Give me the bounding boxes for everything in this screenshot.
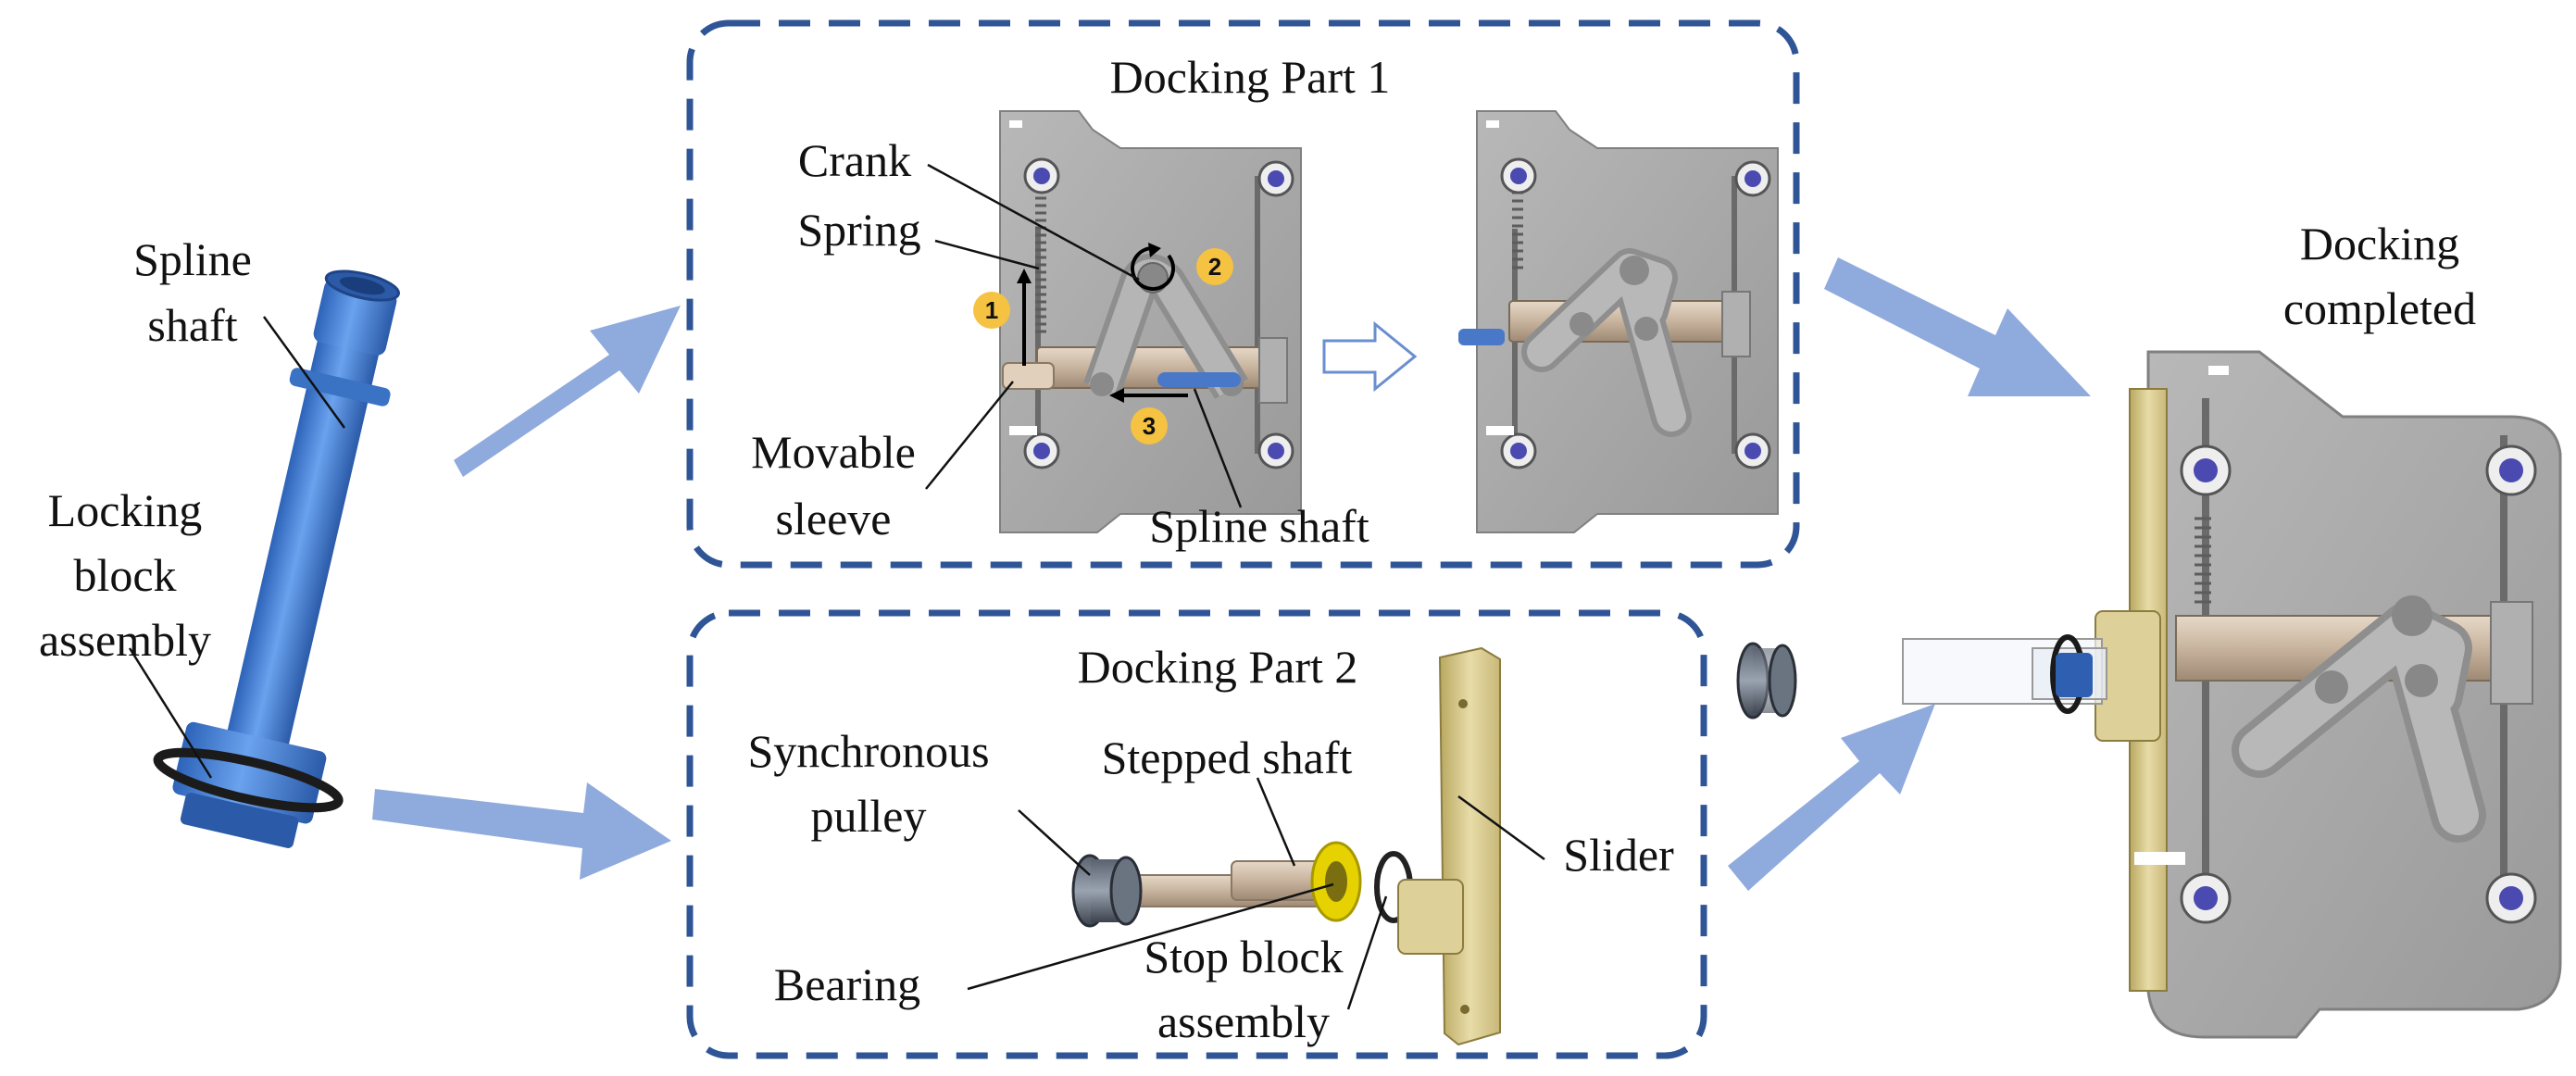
- flow-arrows: [372, 257, 2091, 891]
- label-stepped-shaft: Stepped shaft: [1102, 732, 1353, 783]
- arrow-from-part2: [1728, 704, 1935, 891]
- label-bearing: Bearing: [774, 958, 920, 1010]
- arrow-to-part1: [454, 306, 681, 477]
- label-synchronous-line2: pulley: [811, 790, 927, 842]
- docking-completed-assembly: [1736, 350, 2562, 1039]
- label-spline-shaft-left-line2: shaft: [147, 299, 237, 351]
- spline-shaft-part: [153, 269, 400, 848]
- label-movable-line2: sleeve: [776, 493, 892, 544]
- arrow-to-completed: [1824, 257, 2091, 396]
- docking-part1-title: Docking Part 1: [1110, 51, 1391, 103]
- label-spline-shaft-left-line1: Spline: [133, 233, 252, 285]
- step-marker-2: 2: [1196, 248, 1233, 285]
- label-spline-shaft-bottom: Spline shaft: [1149, 500, 1369, 552]
- part1-mechanism-before: [999, 110, 1302, 533]
- label-movable-line1: Movable: [751, 426, 916, 478]
- docking-part2-title: Docking Part 2: [1078, 641, 1358, 693]
- label-stop-block-line1: Stop block: [1144, 931, 1343, 982]
- label-docking-completed-line1: Docking: [2300, 218, 2459, 269]
- step-marker-3: 3: [1131, 407, 1168, 444]
- leader-lines: [128, 163, 1545, 1010]
- label-synchronous-line1: Synchronous: [747, 725, 989, 777]
- transition-arrow: [1322, 320, 1418, 393]
- label-crank: Crank: [798, 134, 911, 186]
- part1-mechanism-after: [1458, 110, 1779, 533]
- label-locking-line2: block: [73, 549, 176, 601]
- step-2-label: 2: [1208, 253, 1221, 281]
- label-locking-line3: assembly: [39, 614, 211, 666]
- docking-part2-box: [686, 609, 1707, 1059]
- label-slider: Slider: [1563, 829, 1674, 881]
- label-locking-line1: Locking: [48, 484, 203, 536]
- arrow-to-part2: [372, 782, 671, 880]
- docking-part1-box: [686, 19, 1800, 569]
- label-spring: Spring: [797, 204, 920, 256]
- step-3-label: 3: [1143, 412, 1156, 440]
- step-1-label: 1: [985, 296, 998, 324]
- label-docking-completed-line2: completed: [2283, 282, 2476, 334]
- step-marker-1: 1: [973, 292, 1010, 329]
- label-stop-block-line2: assembly: [1157, 995, 1330, 1047]
